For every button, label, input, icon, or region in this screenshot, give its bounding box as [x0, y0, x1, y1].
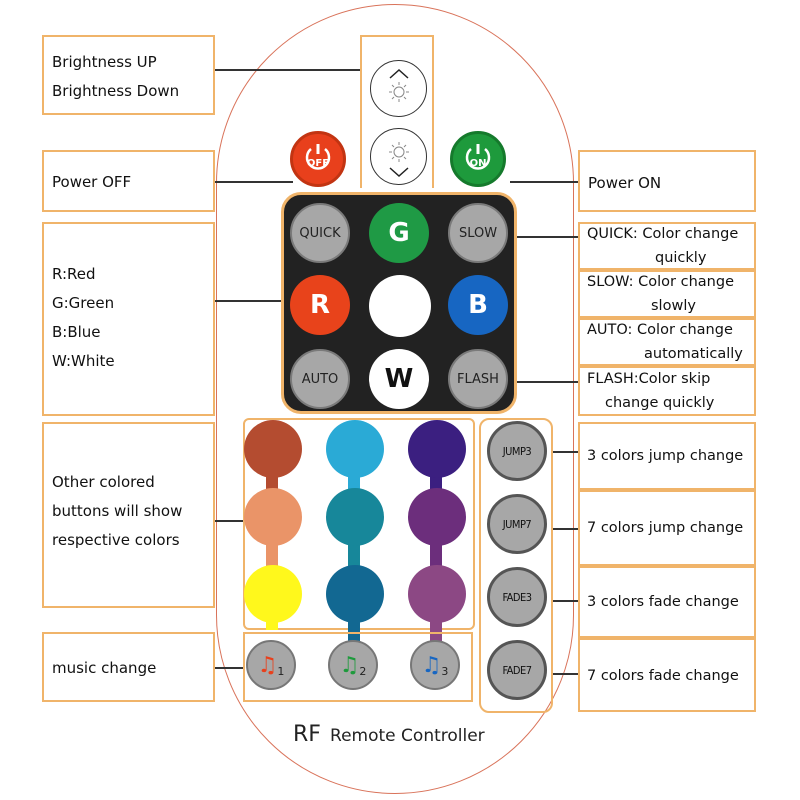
auto-label-line-1: AUTO: Color change	[587, 322, 733, 338]
brightness-label-box: Brightness UP Brightness Down	[42, 35, 215, 115]
music-3-label: 3	[441, 664, 449, 678]
connector-line	[215, 181, 293, 183]
connector-line	[215, 520, 245, 522]
music-button-box	[243, 632, 473, 702]
connector-line	[215, 300, 281, 302]
connector-line	[553, 451, 578, 453]
power-icon	[465, 144, 491, 170]
green-label: G:Green	[52, 294, 115, 312]
brightness-up-label: Brightness UP	[52, 53, 157, 71]
flash-label-box: FLASH:Color skip change quickly	[578, 366, 756, 416]
fade3-label: 3 colors fade change	[587, 594, 739, 610]
brightness-down-icon	[388, 141, 409, 177]
effect-button-box	[479, 418, 553, 713]
music-2-label: 2	[359, 664, 367, 678]
blue-label: B:Blue	[52, 323, 101, 341]
fade3-button[interactable]: FADE3	[487, 567, 547, 627]
connector-line	[553, 600, 578, 602]
brightness-up-button[interactable]	[370, 60, 427, 117]
jump3-label-box: 3 colors jump change	[578, 422, 756, 490]
music-note-icon: ♫	[339, 652, 360, 678]
music-1-button[interactable]: ♫ 1	[246, 640, 296, 690]
other-colors-line-3: respective colors	[52, 531, 180, 549]
music-note-icon: ♫	[257, 652, 278, 678]
slow-button[interactable]: SLOW	[448, 203, 508, 263]
color-button-salmon[interactable]	[244, 488, 302, 546]
power-off-button[interactable]: OFF	[290, 131, 346, 187]
connector-line	[553, 673, 578, 675]
jump3-label: 3 colors jump change	[587, 448, 744, 464]
auto-button[interactable]: AUTO	[290, 349, 350, 409]
color-button-indigo[interactable]	[408, 420, 466, 478]
color-button-cyan[interactable]	[326, 420, 384, 478]
jump7-label-box: 7 colors jump change	[578, 490, 756, 566]
flash-label-line-2: change quickly	[605, 395, 715, 411]
power-on-label: Power ON	[588, 174, 662, 192]
fade7-label-box: 7 colors fade change	[578, 638, 756, 712]
red-button[interactable]: R	[290, 275, 350, 335]
blue-button[interactable]: B	[448, 275, 508, 335]
rf-label: RF	[293, 722, 321, 747]
white-center-button[interactable]	[369, 275, 431, 337]
rgbw-label-box: R:Red G:Green B:Blue W:White	[42, 222, 215, 416]
other-colors-line-2: buttons will show	[52, 502, 183, 520]
color-button-dark-orange[interactable]	[244, 420, 302, 478]
color-button-plum[interactable]	[408, 565, 466, 623]
power-on-button[interactable]: ON	[450, 131, 506, 187]
connector-line	[215, 667, 245, 669]
slow-label-line-2: slowly	[651, 298, 696, 314]
quick-button[interactable]: QUICK	[290, 203, 350, 263]
fade7-button[interactable]: FADE7	[487, 640, 547, 700]
color-button-purple[interactable]	[408, 488, 466, 546]
white-label: W:White	[52, 352, 115, 370]
connector-line	[215, 69, 362, 71]
brightness-up-icon	[388, 68, 409, 102]
power-off-label-box: Power OFF	[42, 150, 215, 212]
other-colors-line-1: Other colored	[52, 473, 155, 491]
jump3-button[interactable]: JUMP3	[487, 421, 547, 481]
power-on-label-box: Power ON	[578, 150, 756, 212]
music-note-icon: ♫	[421, 652, 442, 678]
fade7-label: 7 colors fade change	[587, 668, 739, 684]
other-colors-label-box: Other colored buttons will show respecti…	[42, 422, 215, 608]
power-off-button-label: OFF	[306, 158, 330, 169]
auto-label-box: AUTO: Color change automatically	[578, 318, 756, 366]
remote-controller-label: Remote Controller	[330, 726, 485, 746]
music-1-label: 1	[277, 664, 285, 678]
remote-footer: RF Remote Controller	[293, 722, 485, 747]
jump7-label: 7 colors jump change	[587, 520, 744, 536]
quick-label-line-2: quickly	[655, 250, 707, 266]
auto-label-line-2: automatically	[644, 346, 743, 362]
color-button-teal[interactable]	[326, 488, 384, 546]
connector-line	[517, 381, 578, 383]
power-icon	[305, 144, 331, 170]
connector-line	[553, 528, 578, 530]
power-off-label: Power OFF	[52, 173, 132, 191]
red-label: R:Red	[52, 265, 96, 283]
music-label-box: music change	[42, 632, 215, 702]
connector-line	[510, 181, 578, 183]
slow-label-line-1: SLOW: Color change	[587, 274, 734, 290]
color-button-yellow[interactable]	[244, 565, 302, 623]
green-button[interactable]: G	[369, 203, 429, 263]
quick-label-line-1: QUICK: Color change	[587, 226, 739, 242]
brightness-down-label: Brightness Down	[52, 82, 180, 100]
jump7-button[interactable]: JUMP7	[487, 494, 547, 554]
music-change-label: music change	[52, 659, 157, 677]
remote-outline	[216, 4, 574, 794]
color-keypad: QUICK G SLOW R B AUTO W FLASH	[281, 192, 517, 414]
music-2-button[interactable]: ♫ 2	[328, 640, 378, 690]
quick-label-box: QUICK: Color change quickly	[578, 222, 756, 270]
fade3-label-box: 3 colors fade change	[578, 566, 756, 638]
connector-line	[517, 236, 578, 238]
white-button[interactable]: W	[369, 349, 429, 409]
flash-button[interactable]: FLASH	[448, 349, 508, 409]
brightness-down-button[interactable]	[370, 128, 427, 185]
flash-label-line-1: FLASH:Color skip	[587, 371, 711, 387]
slow-label-box: SLOW: Color change slowly	[578, 270, 756, 318]
color-button-steel-blue[interactable]	[326, 565, 384, 623]
power-on-button-label: ON	[469, 158, 487, 169]
music-3-button[interactable]: ♫ 3	[410, 640, 460, 690]
